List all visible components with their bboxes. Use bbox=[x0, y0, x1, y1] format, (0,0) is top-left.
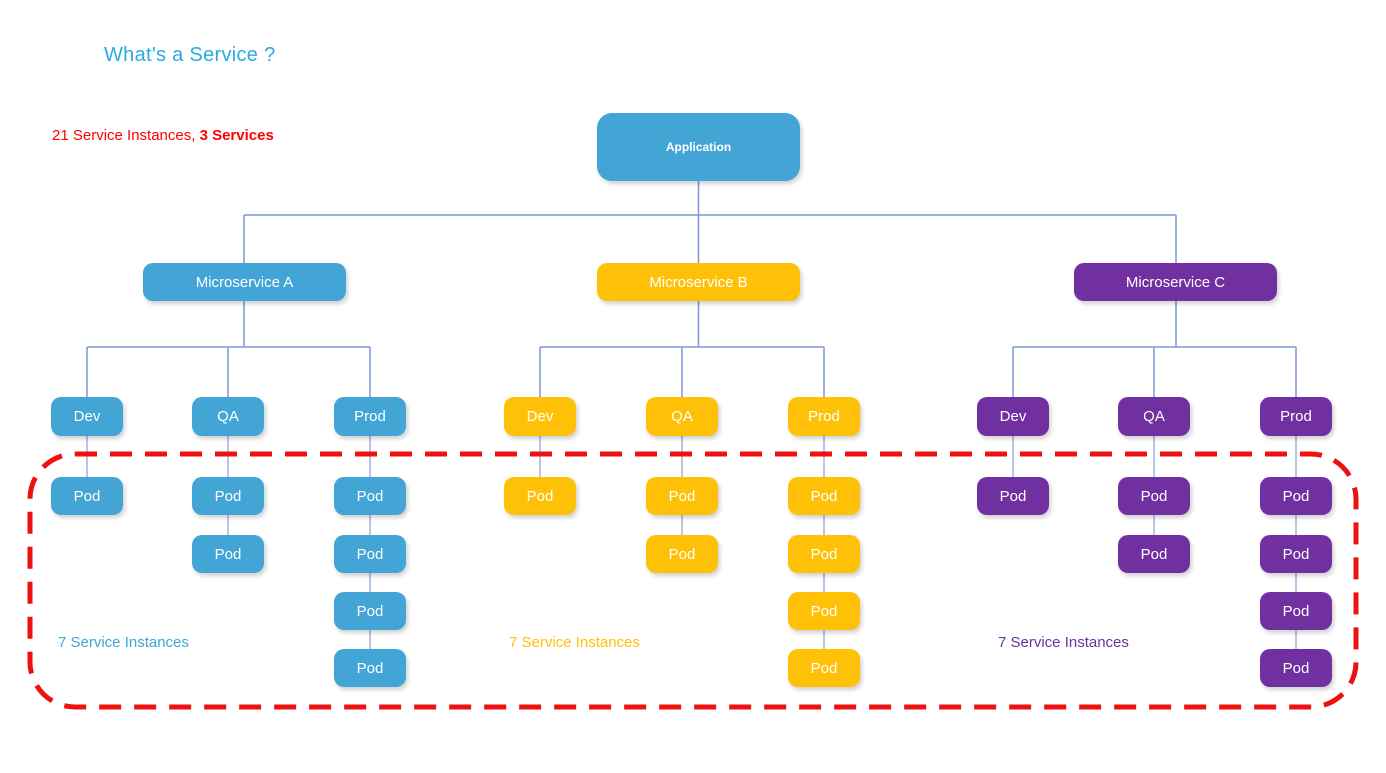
pod-box: Pod bbox=[334, 592, 406, 630]
instances-count-label-b: 7 Service Instances bbox=[509, 634, 640, 651]
pod-box: Pod bbox=[788, 477, 860, 515]
pod-box: Pod bbox=[1260, 592, 1332, 630]
pod-box: Pod bbox=[192, 477, 264, 515]
env-dev-box-a: Dev bbox=[51, 397, 123, 436]
microservice-b-box: Microservice B bbox=[597, 263, 800, 301]
pod-box: Pod bbox=[504, 477, 576, 515]
env-qa-box-a: QA bbox=[192, 397, 264, 436]
application-box: Application bbox=[597, 113, 800, 181]
stats-bold: 3 Services bbox=[199, 127, 274, 144]
stats-line: 21 Service Instances, 3 Services bbox=[52, 127, 274, 144]
pod-box: Pod bbox=[334, 535, 406, 573]
pod-box: Pod bbox=[334, 649, 406, 687]
pod-box: Pod bbox=[1118, 535, 1190, 573]
env-prod-box-b: Prod bbox=[788, 397, 860, 436]
microservice-c-box: Microservice C bbox=[1074, 263, 1277, 301]
pod-box: Pod bbox=[1260, 477, 1332, 515]
pod-box: Pod bbox=[977, 477, 1049, 515]
pod-box: Pod bbox=[788, 649, 860, 687]
pod-box: Pod bbox=[192, 535, 264, 573]
slide-title: What's a Service ? bbox=[104, 44, 276, 66]
instances-count-label-c: 7 Service Instances bbox=[998, 634, 1129, 651]
env-dev-box-b: Dev bbox=[504, 397, 576, 436]
env-prod-box-c: Prod bbox=[1260, 397, 1332, 436]
pod-box: Pod bbox=[788, 592, 860, 630]
pod-box: Pod bbox=[788, 535, 860, 573]
pod-box: Pod bbox=[334, 477, 406, 515]
pod-box: Pod bbox=[646, 535, 718, 573]
pod-box: Pod bbox=[646, 477, 718, 515]
pod-box: Pod bbox=[51, 477, 123, 515]
stats-prefix: 21 Service Instances, bbox=[52, 127, 200, 144]
pod-box: Pod bbox=[1118, 477, 1190, 515]
instances-count-label-a: 7 Service Instances bbox=[58, 634, 189, 651]
env-qa-box-b: QA bbox=[646, 397, 718, 436]
pod-box: Pod bbox=[1260, 649, 1332, 687]
pod-box: Pod bbox=[1260, 535, 1332, 573]
env-prod-box-a: Prod bbox=[334, 397, 406, 436]
env-qa-box-c: QA bbox=[1118, 397, 1190, 436]
microservice-a-box: Microservice A bbox=[143, 263, 346, 301]
env-dev-box-c: Dev bbox=[977, 397, 1049, 436]
